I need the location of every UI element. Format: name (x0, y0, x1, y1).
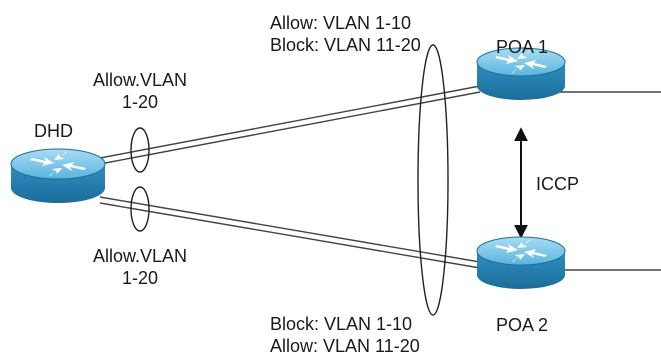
router-icon (476, 236, 566, 289)
link-label-line: Allow: VLAN 1-10 (270, 13, 412, 33)
router-icon (476, 47, 566, 100)
router-icon (10, 148, 106, 203)
iccp-label: ICCP (536, 174, 580, 194)
bundle-ellipse-dhd-top (130, 127, 150, 173)
bundle-ellipse-poa (417, 44, 449, 316)
link-label-line: 1-20 (121, 92, 159, 112)
link-label-line: Allow.VLAN (92, 70, 188, 90)
link-label-line: Block: VLAN 1-10 (270, 314, 413, 334)
link-label-line: Allow.VLAN (92, 246, 188, 266)
node-label-poa1: POA 1 (496, 37, 549, 57)
node-label-poa2: POA 2 (496, 315, 549, 335)
link-dhd-poa2 (99, 196, 481, 269)
link-label-line: Block: VLAN 11-20 (270, 35, 421, 55)
link-label-line: Allow: VLAN 11-20 (270, 336, 420, 356)
link-label-dhd-top: Allow.VLAN 1-20 (76, 69, 204, 113)
link-label-dhd-bottom: Allow.VLAN 1-20 (76, 245, 204, 289)
node-label-dhd: DHD (34, 121, 73, 141)
bundle-ellipse-dhd-bottom (130, 186, 150, 232)
link-dhd-poa1 (99, 85, 481, 165)
link-label-line: 1-20 (121, 268, 159, 288)
link-label-poa1-bundle: Allow: VLAN 1-10 Block: VLAN 11-20 (270, 12, 421, 56)
link-label-poa2-bundle: Block: VLAN 1-10 Allow: VLAN 11-20 (270, 313, 420, 357)
